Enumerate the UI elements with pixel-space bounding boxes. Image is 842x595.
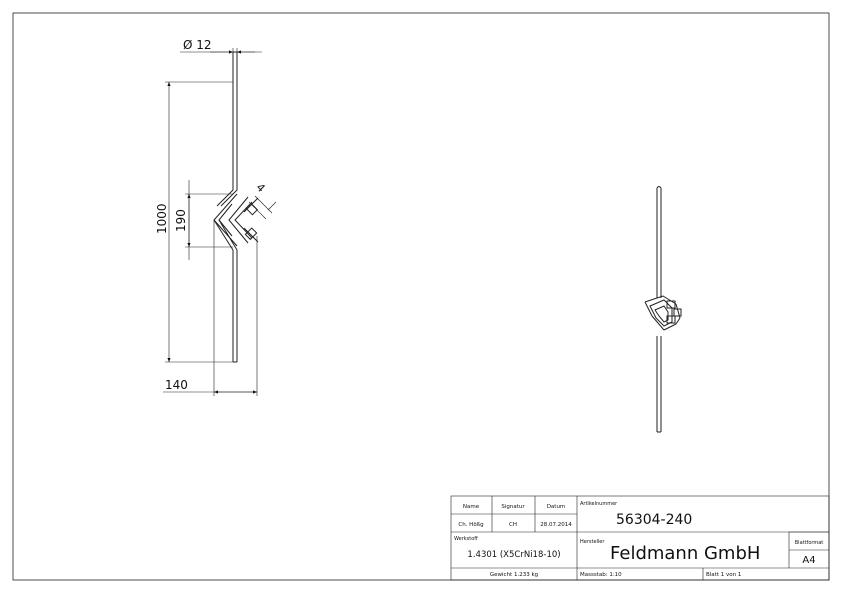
tb-article-number: 56304-240 — [616, 512, 692, 528]
title-block — [450, 495, 830, 581]
rod-lower — [232, 250, 238, 363]
rod-upper — [216, 51, 238, 207]
tb-manufacturer-label: Hersteller — [580, 539, 605, 545]
dim-diameter-label: Ø 12 — [183, 38, 212, 52]
tb-col-name: Name — [463, 504, 480, 510]
bracket-right-2 — [234, 201, 253, 239]
tb-format-value: A4 — [802, 555, 815, 566]
tb-scale: Massstab: 1:10 — [580, 572, 622, 578]
tb-weight: Gewicht 1.233 kg — [490, 572, 538, 578]
side-bracket — [644, 295, 681, 331]
tb-signature-value: CH — [509, 522, 517, 528]
dim-offset-height-label: 190 — [174, 209, 188, 232]
tb-name-value: Ch. Hößg — [458, 522, 483, 528]
dim-width-label: 140 — [165, 378, 188, 392]
tb-manufacturer-value: Feldmann GmbH — [610, 543, 760, 564]
side-bolt-1 — [666, 300, 676, 309]
tb-article-label: Artikelnummer — [580, 501, 618, 507]
dim-total-height-label: 1000 — [155, 203, 169, 234]
side-view — [644, 186, 682, 433]
tb-format-label: Blattformat — [795, 540, 824, 546]
tb-date-value: 28.07.2014 — [540, 522, 572, 528]
tb-col-date: Datum — [547, 504, 566, 510]
tb-material-label: Werkstoff — [454, 536, 478, 542]
tb-col-signature: Signatur — [501, 504, 525, 510]
bracket-right — [228, 196, 249, 244]
dimensions — [163, 48, 277, 396]
tb-material-value: 1.4301 (X5CrNi18-10) — [467, 550, 560, 560]
bolt-bottom — [244, 227, 258, 241]
bolt-top — [245, 202, 259, 216]
sheet-border — [12, 12, 830, 581]
side-bolt-2 — [666, 315, 676, 324]
side-bolt-3 — [673, 308, 682, 317]
dim-small-label: 4 — [254, 181, 268, 195]
tb-sheet: Blatt 1 von 1 — [706, 572, 741, 578]
side-rod-lower — [656, 336, 662, 433]
front-view — [213, 51, 259, 363]
side-rod-upper — [656, 186, 662, 298]
